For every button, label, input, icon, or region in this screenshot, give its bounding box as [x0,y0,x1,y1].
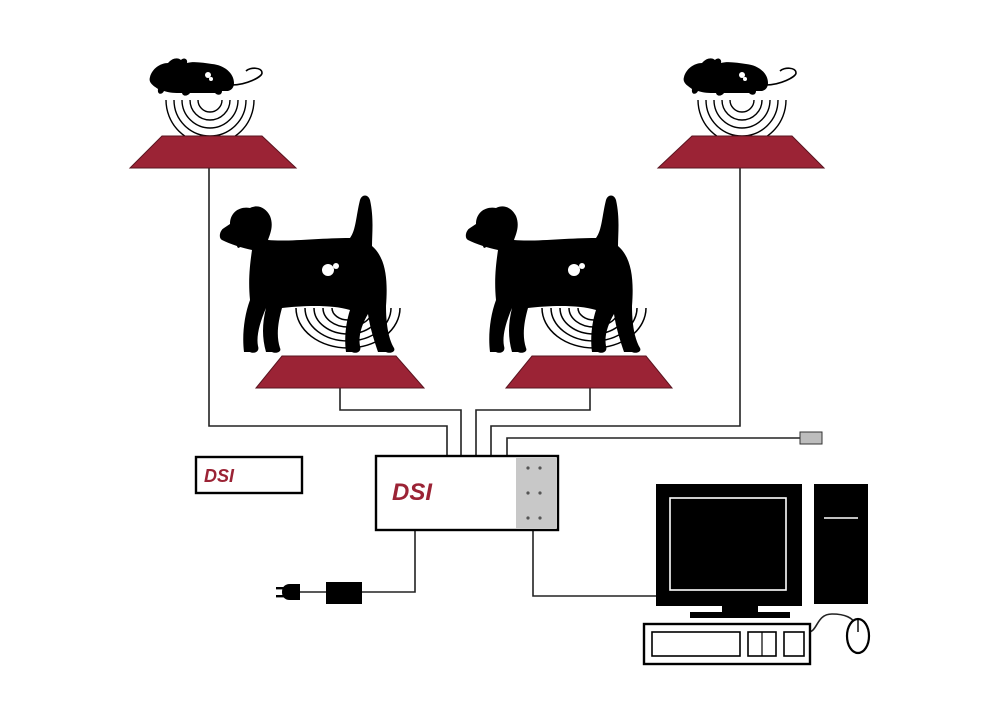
matrix-unit-logo: DSI [392,479,433,506]
matrix-port-dots [526,466,542,520]
keyboard [642,622,812,666]
power-plug-icon [276,584,300,600]
rat-left [148,57,263,145]
receiver-plate-dog-left [254,355,426,389]
wire-power [362,530,416,593]
dog-left [219,195,401,353]
remote-unit-logo: DSI [204,466,235,486]
wire-rat-left [208,168,448,456]
wire-usb-dongle [506,437,800,456]
matrix-unit: DSI [374,454,560,532]
wire-dog-right [475,388,591,456]
receiver-plate-dog-right [504,355,674,389]
wire-mouse [807,613,857,633]
computer-tower [814,484,868,604]
wire-rat-right [490,168,741,456]
mouse [845,617,871,655]
rat-right [682,57,797,145]
computer-monitor [656,484,802,618]
receiver-plate-rat-right [656,135,826,169]
matrix-port-panel [516,458,556,528]
wire-dog-left [339,388,462,456]
power-adapter [276,582,362,604]
receiver-plate-rat-left [128,135,298,169]
usb-dongle [799,431,823,445]
remote-unit: DSI [194,455,304,495]
wire-computer [532,530,656,597]
connection-wires [208,168,857,633]
dog-right [465,195,647,353]
